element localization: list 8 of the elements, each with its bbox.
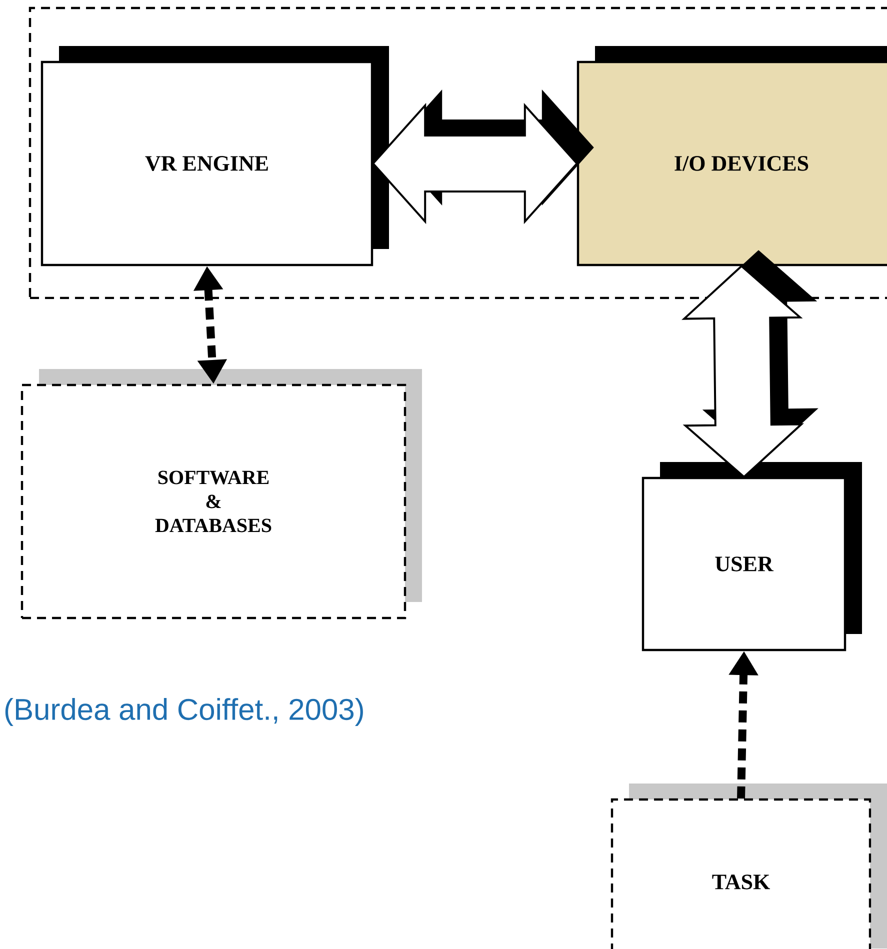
caption: (Burdea and Coiffet., 2003)	[5, 698, 363, 726]
dashed-box: TASK	[610, 784, 887, 949]
dashed-box: SOFTWARE & DATABASES	[20, 369, 422, 620]
process-box: I/O DEVICES	[576, 46, 887, 266]
double-arrow	[682, 250, 818, 478]
process-box: USER	[642, 462, 862, 652]
boundary-box	[28, 6, 887, 300]
process-box: VR ENGINE	[40, 46, 389, 266]
